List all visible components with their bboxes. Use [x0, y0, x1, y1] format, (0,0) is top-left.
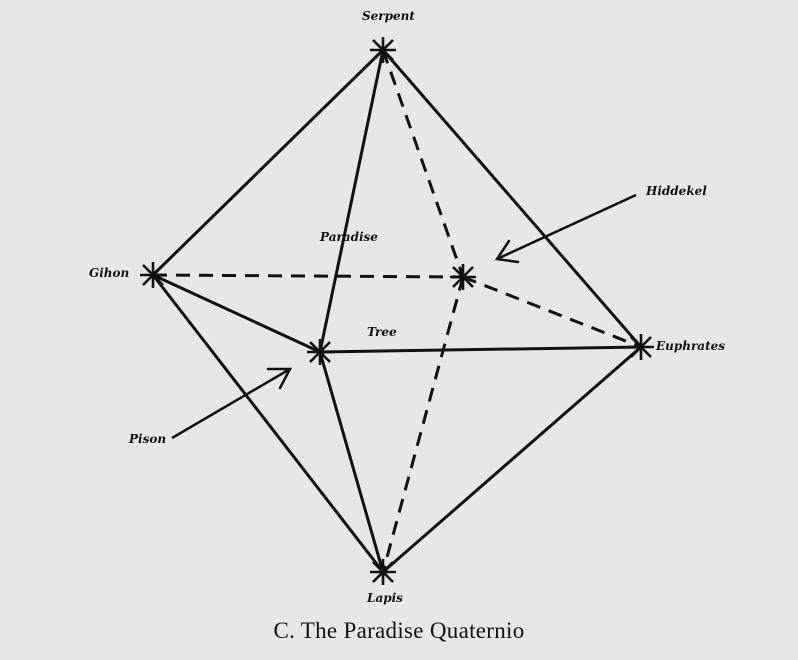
label-paradise: Paradise — [320, 230, 378, 244]
star-lapis — [370, 559, 396, 585]
label-pison: Pison — [129, 432, 167, 446]
edge-gihon-lapis — [151, 274, 385, 573]
star-tree — [307, 339, 333, 365]
label-tree: Tree — [367, 325, 397, 339]
label-hiddekel: Hiddekel — [646, 184, 707, 198]
edge-hiddekel-euphrates-dashed — [462, 275, 642, 349]
pison-arrow — [171, 367, 293, 440]
edge-tree-lapis — [318, 351, 385, 573]
star-hiddekel — [450, 264, 476, 290]
label-euphrates: Euphrates — [656, 339, 726, 353]
edge-tree-euphrates — [319, 345, 642, 354]
edge-serpent-euphrates — [381, 49, 643, 348]
edge-hiddekel-lapis-dashed — [381, 276, 465, 573]
edge-serpent-tree — [318, 49, 385, 353]
star-euphrates — [628, 334, 654, 360]
edge-serpent-gihon — [151, 48, 385, 277]
star-gihon — [140, 262, 166, 288]
edge-gihon-hiddekel-dashed — [152, 273, 464, 279]
edge-serpent-hiddekel-dashed — [381, 49, 465, 278]
label-gihon: Gihon — [89, 266, 130, 280]
edge-gihon-tree — [152, 273, 321, 354]
label-serpent: Serpent — [362, 9, 415, 23]
edge-euphrates-lapis — [382, 345, 642, 574]
hiddekel-arrow — [494, 193, 637, 264]
star-serpent — [370, 37, 396, 63]
label-lapis: Lapis — [367, 591, 403, 605]
figure-caption: C. The Paradise Quaternio — [273, 618, 525, 643]
